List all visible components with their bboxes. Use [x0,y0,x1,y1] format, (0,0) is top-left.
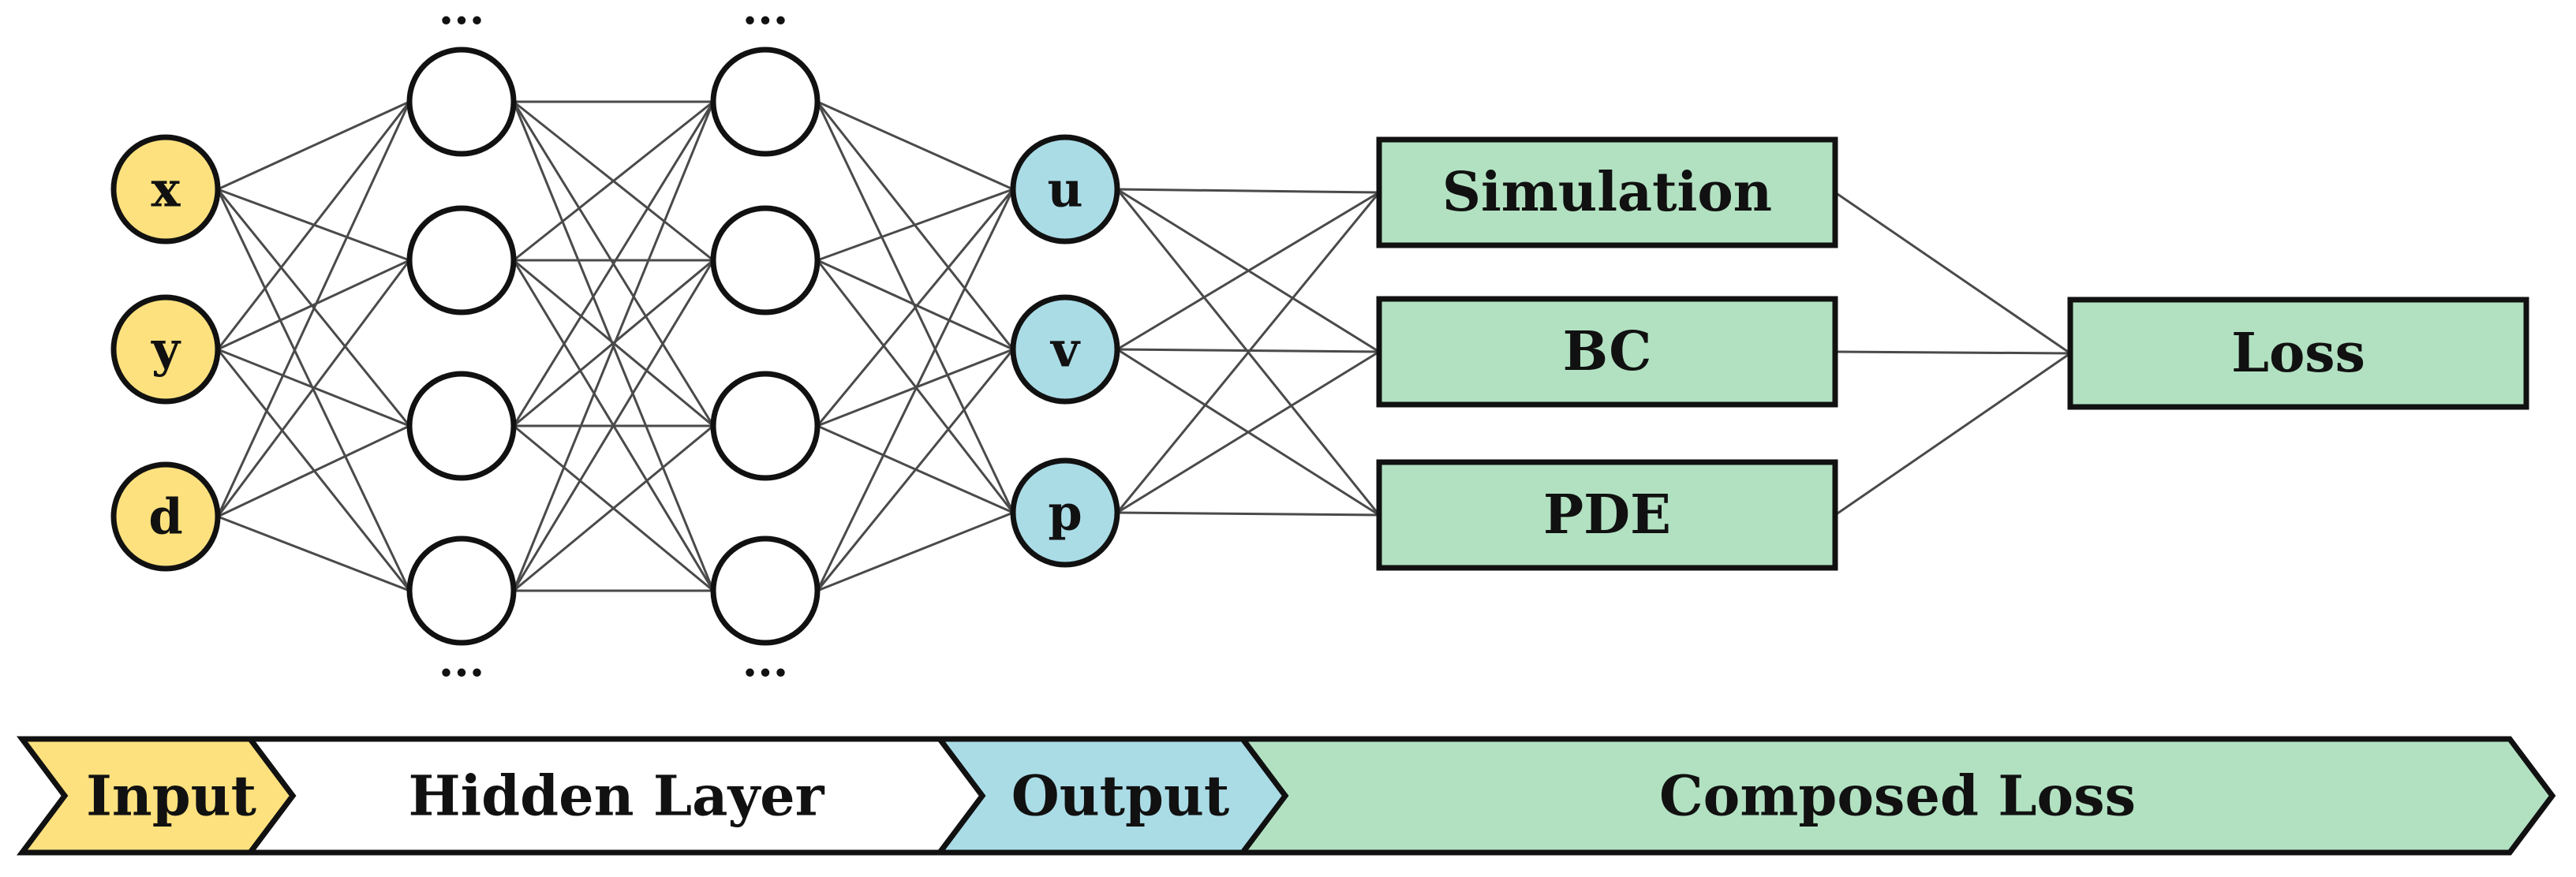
connection-edge [1116,511,1380,517]
loss-box-label: Simulation [1442,161,1772,224]
output-node-label: u [1047,161,1082,218]
output-node-label: v [1049,321,1081,379]
hidden-node [710,371,821,481]
connection-edge [217,424,410,518]
stage-input-label: Input [86,763,256,829]
output-node-u: u [1010,134,1120,244]
loss-box-rect [1376,459,1838,571]
connection-edge [817,259,1014,351]
hidden-node [406,371,517,481]
connection-edge [1116,188,1380,194]
connection-edge [817,188,1014,262]
connection-edge [217,100,410,191]
connection-edge [817,100,1014,191]
connection-edges [216,100,2071,592]
connection-edge [1834,352,2071,517]
input-node-label: y [151,321,181,379]
connection-edge [512,101,715,592]
loss-box-simulation: Simulation [1376,136,1838,248]
input-node-circle [110,294,221,405]
total-loss-label: Loss [2231,322,2365,385]
hidden-layer-1: ... ... [406,0,517,687]
connection-edge [1834,191,2071,355]
loss-box-rect [1376,296,1838,408]
stage-hidden-layer-label: Hidden Layer [408,763,824,829]
loss-box-label: PDE [1543,483,1671,547]
connection-edge [1116,350,1380,514]
output-layer: u v p [1010,134,1120,568]
connection-edge [216,101,411,350]
connection-edge [1116,191,1380,351]
output-node-label: p [1048,484,1082,542]
output-node-v: v [1010,294,1120,405]
connection-edge [513,424,714,592]
input-node-circle [110,134,221,244]
loss-box-pde: PDE [1376,459,1838,571]
input-node-circle [110,461,221,572]
total-loss-box: Loss [2067,297,2529,410]
output-node-circle [1010,294,1120,405]
input-node-label: x [151,161,181,218]
stage-composed-loss-label: Composed Loss [1659,763,2136,829]
connection-edge [816,349,1015,592]
connection-edge [216,259,411,517]
ellipsis-top: ... [439,0,485,35]
loss-box-rect [1376,136,1838,248]
loss-box-label: BC [1563,320,1652,383]
connection-edge [512,101,715,427]
connection-edge [816,188,1015,427]
hidden-node [406,536,517,646]
connection-edge [216,101,411,517]
hidden-layer-2: ... ... [710,0,821,687]
connection-edge [513,259,714,427]
connection-edge [217,515,410,592]
stage-output-label: Output [1011,763,1229,829]
input-node-d: d [110,461,221,572]
hidden-node [406,205,517,315]
hidden-node [710,536,821,646]
connection-edge [217,259,410,351]
output-node-p: p [1010,457,1120,568]
stage-band: Input Hidden Layer Output Composed Loss [17,736,2556,856]
connection-edge [1116,192,1381,513]
ellipsis-top: ... [742,0,789,35]
hidden-node [710,205,821,315]
connection-edge [513,100,714,262]
loss-terms: Simulation BC PDE [1376,136,1838,571]
input-node-label: d [148,488,182,546]
input-node-y: y [110,294,221,405]
output-node-circle [1010,457,1120,568]
ellipsis-bottom: ... [742,635,789,687]
connection-edge [512,259,715,592]
connection-edge [817,511,1014,592]
loss-box-bc: BC [1376,296,1838,408]
connection-edge [1116,348,1380,353]
total-loss-rect [2067,297,2529,410]
stage-input-shape [17,736,297,856]
input-node-x: x [110,134,221,244]
input-layer: x y d [110,134,221,572]
connection-edge [816,188,1015,592]
hidden-node [406,47,517,157]
output-node-circle [1010,134,1120,244]
hidden-node [710,47,821,157]
ellipsis-bottom: ... [439,635,485,687]
connection-edge [1834,350,2071,355]
